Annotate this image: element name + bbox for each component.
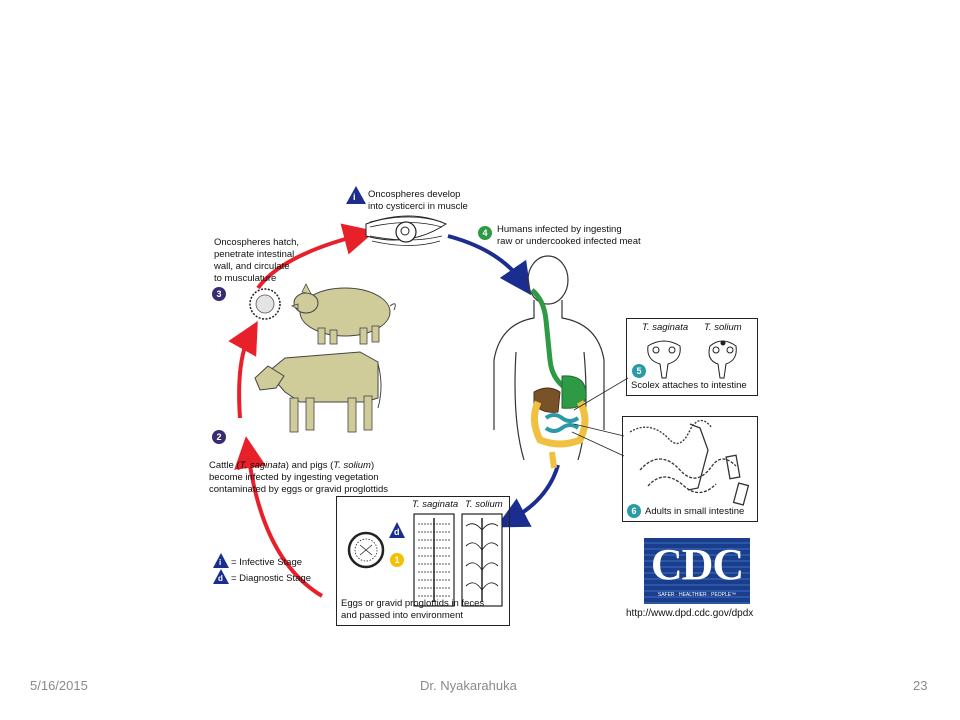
legend-diagnostic-letter: d	[218, 574, 223, 583]
stage-3-badge: 3	[212, 287, 226, 301]
proglottid-solium-caption: T. solium	[465, 499, 503, 510]
stage-2-text-rest: become infected by ingesting vegetation …	[209, 472, 389, 495]
blue-arrow-upper	[447, 234, 532, 296]
stage-2-text-d: T. solium	[333, 460, 371, 471]
human-figure-icon	[493, 255, 605, 461]
proglottid-saginata-icon	[413, 513, 455, 607]
scolex-box	[626, 318, 758, 396]
stage-5-badge: 5	[632, 364, 646, 378]
legend-infective-label: = Infective Stage	[231, 557, 303, 568]
pointer-line-adults-1	[573, 423, 625, 437]
stage-6-badge: 6	[627, 504, 641, 518]
stage-2-text-e: )	[370, 460, 375, 471]
footer-page-number: 23	[913, 678, 928, 693]
scolex-saginata-icon	[647, 340, 681, 379]
cdc-logo: CDC SAFER · HEALTHIER · PEOPLE™	[644, 538, 750, 604]
infective-stage-marker-icon	[346, 186, 366, 204]
cow-icon	[254, 351, 382, 433]
cdc-logo-stripes	[644, 538, 750, 604]
stage-4-label: Humans infected by ingesting raw or unde…	[497, 224, 641, 247]
stage-6-label: Adults in small intestine	[645, 506, 745, 517]
stage-4-badge: 4	[478, 226, 492, 240]
blue-arrow-lower	[495, 464, 560, 528]
proglottid-solium-icon	[461, 513, 503, 607]
stage-1-label: Eggs or gravid proglottids in feces and …	[341, 598, 485, 621]
legend-diagnostic-label: = Diagnostic Stage	[231, 573, 312, 584]
footer-date: 5/16/2015	[30, 678, 88, 693]
stage-2-label: Cattle (T. saginata) and pigs (T. solium…	[209, 448, 388, 508]
legend-infective-letter: i	[219, 558, 222, 567]
legend-infective-icon	[213, 553, 229, 568]
red-arrow-upper	[256, 223, 376, 290]
pointer-line-scolex	[573, 377, 629, 411]
diagnostic-marker-letter: d	[394, 527, 400, 537]
egg-icon	[347, 531, 385, 569]
cdc-url[interactable]: http://www.dpd.cdc.gov/dpdx	[626, 608, 754, 619]
diagnostic-stage-marker-icon	[389, 522, 405, 538]
digestive-tract-icon	[530, 288, 589, 469]
red-arrow-middle	[228, 321, 258, 419]
adults-box	[622, 416, 758, 522]
oncosphere-icon	[249, 288, 281, 320]
adult-worms-icon	[629, 419, 750, 506]
red-arrow-lower	[234, 436, 324, 598]
scolex-solium-caption: T. solium	[704, 322, 742, 333]
cdc-logo-text: CDC	[650, 540, 744, 589]
pointer-line-adults-2	[571, 431, 625, 457]
stage-3-label: Oncospheres hatch, penetrate intestinal …	[214, 237, 300, 284]
proglottid-saginata-caption: T. saginata	[412, 499, 459, 510]
footer-author: Dr. Nyakarahuka	[420, 678, 517, 693]
stage-2-badge: 2	[212, 430, 226, 444]
stage-2-text-b: T. saginata	[239, 460, 286, 471]
pig-icon	[290, 283, 396, 345]
infective-marker-letter: i	[353, 192, 356, 202]
cdc-tagline: SAFER · HEALTHIER · PEOPLE™	[657, 592, 737, 598]
stage-5-label: Scolex attaches to intestine	[631, 380, 747, 391]
stage-1-badge: 1	[390, 553, 404, 567]
scolex-solium-icon	[708, 340, 737, 379]
stage-i-label: Oncospheres develop into cysticerci in m…	[368, 189, 468, 212]
stage-2-text-a: Cattle (	[209, 460, 240, 471]
eggs-box	[336, 496, 510, 626]
stage-2-text-c: ) and pigs (	[285, 460, 334, 471]
scolex-saginata-caption: T. saginata	[642, 322, 689, 333]
cysticercus-icon	[365, 215, 448, 246]
legend-diagnostic-icon	[213, 569, 229, 584]
